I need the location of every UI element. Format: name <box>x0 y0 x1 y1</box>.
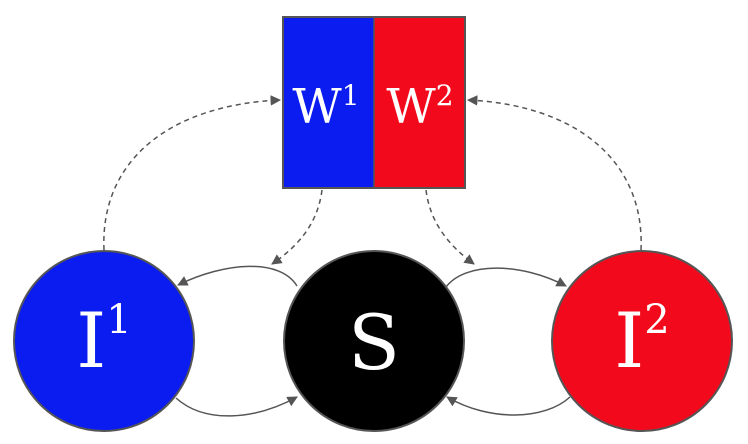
node-i1: I1 <box>13 250 195 432</box>
arrow-i2-to-s <box>446 396 571 416</box>
i1-circle <box>13 250 195 432</box>
i2-circle <box>551 250 733 432</box>
i2-label: I2 <box>614 296 669 385</box>
w1-label: W1 <box>292 79 359 135</box>
node-s: S <box>283 250 465 432</box>
arrow-w1-to-s <box>271 189 323 265</box>
i1-label: I1 <box>76 296 131 385</box>
arrow-s-to-i1 <box>177 265 298 287</box>
arrow-i2-to-w2 <box>466 95 642 251</box>
w2-half <box>374 17 465 188</box>
node-i2: I2 <box>551 250 733 432</box>
arrow-i1-to-w1 <box>103 95 282 251</box>
arrow-s-to-i2 <box>445 267 567 288</box>
s-label: S <box>348 298 400 387</box>
w2-label: W2 <box>386 79 453 135</box>
w1-half <box>283 17 374 188</box>
arrow-i1-to-s <box>175 396 298 417</box>
s-circle <box>283 250 465 432</box>
arrow-w2-to-s <box>425 189 475 265</box>
w-box: W1 W2 <box>282 16 466 189</box>
